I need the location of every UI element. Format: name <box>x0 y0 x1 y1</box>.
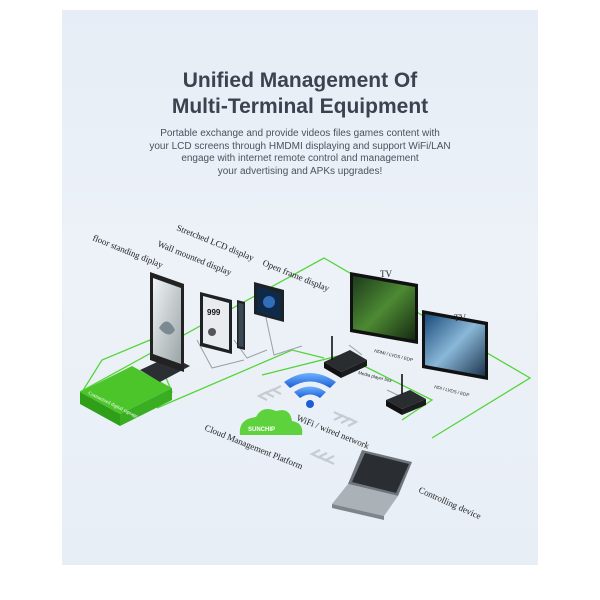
wall-display-screen <box>203 296 229 350</box>
label-controlling-device: Controlling device <box>417 485 483 521</box>
media-box-2-right <box>402 399 426 415</box>
wifi-icon <box>284 373 336 408</box>
description: Portable exchange and provide videos fil… <box>62 128 538 178</box>
tv2-label: TV <box>454 313 466 323</box>
stretched-lcd-display <box>237 300 245 350</box>
platform-right-face <box>120 388 172 426</box>
open-frame-graphic <box>263 296 275 308</box>
cable-floor <box>196 339 245 369</box>
laptop-keyboard-deck <box>332 484 398 516</box>
network-diagram: Customized digital signage 999 <box>79 223 532 521</box>
floor-standing-display <box>140 272 190 382</box>
cloud-brand: SUNCHIP <box>248 427 275 433</box>
arrows <box>256 385 359 465</box>
title-line-1: Unified Management Of <box>182 69 418 92</box>
arrow-right-icon <box>333 411 359 427</box>
wifi-arc-outer <box>284 373 336 388</box>
floor-display-graphic <box>159 321 175 335</box>
media-box-1-top <box>324 350 367 372</box>
platform-top <box>80 366 172 414</box>
wall-display-graphic <box>208 328 216 336</box>
page-title: Unified Management Of Multi-Terminal Equ… <box>62 68 538 120</box>
description-line-3: engage with internet remote control and … <box>181 153 419 164</box>
content-panel: Unified Management Of Multi-Terminal Equ… <box>62 10 538 565</box>
platform-left-face <box>80 392 120 426</box>
cloud-shape <box>239 409 303 435</box>
media-box-2-left <box>386 400 402 415</box>
laptop-edge <box>332 504 384 520</box>
wifi-dot <box>306 400 314 408</box>
description-line-4: your advertising and APKs upgrades! <box>217 165 383 177</box>
tv1-screen <box>353 276 415 340</box>
stretched-display-screen <box>238 303 244 347</box>
cable-open <box>264 312 303 356</box>
cable-tv1 <box>348 344 363 356</box>
laptop-screen <box>352 453 409 493</box>
tv-1: TV <box>350 269 418 344</box>
network-line-lower <box>261 354 434 421</box>
cloud-platform-icon: SUNCHIP <box>239 409 303 435</box>
label-wifi-network: WiFi / wired network <box>295 413 371 451</box>
description-line-1: Portable exchange and provide videos fil… <box>160 128 440 139</box>
tv2-screen <box>425 314 485 376</box>
title-line-2: Multi-Terminal Equipment <box>171 95 429 118</box>
media-box-2-top <box>386 390 426 409</box>
wall-display-number: 999 <box>207 308 221 317</box>
description-line-2: your LCD screens through HMDMI displayin… <box>149 140 451 152</box>
media-box-1-left <box>324 362 341 378</box>
arrow-down-left-icon <box>309 449 335 465</box>
wifi-arc-mid <box>294 386 326 398</box>
media-player-box-1 <box>324 336 367 378</box>
open-frame-display <box>254 282 284 322</box>
hdmi-label-1: HDMI / LVDS / EDP <box>374 348 414 362</box>
tv1-label: TV <box>380 269 392 279</box>
floor-display-screen <box>153 278 181 364</box>
label-floor-standing: floor standing diplay <box>91 233 165 271</box>
media-player-box-2 <box>386 374 426 415</box>
arrow-left-icon <box>256 385 282 401</box>
wall-mounted-display: 999 <box>200 292 232 354</box>
network-line-mid <box>156 349 325 409</box>
hdmi-label-2: HDI / LVDS / EDP <box>434 384 470 398</box>
media-box-1-right <box>341 360 367 378</box>
tv-2: TV <box>422 310 488 380</box>
laptop-controlling-device <box>332 450 412 520</box>
